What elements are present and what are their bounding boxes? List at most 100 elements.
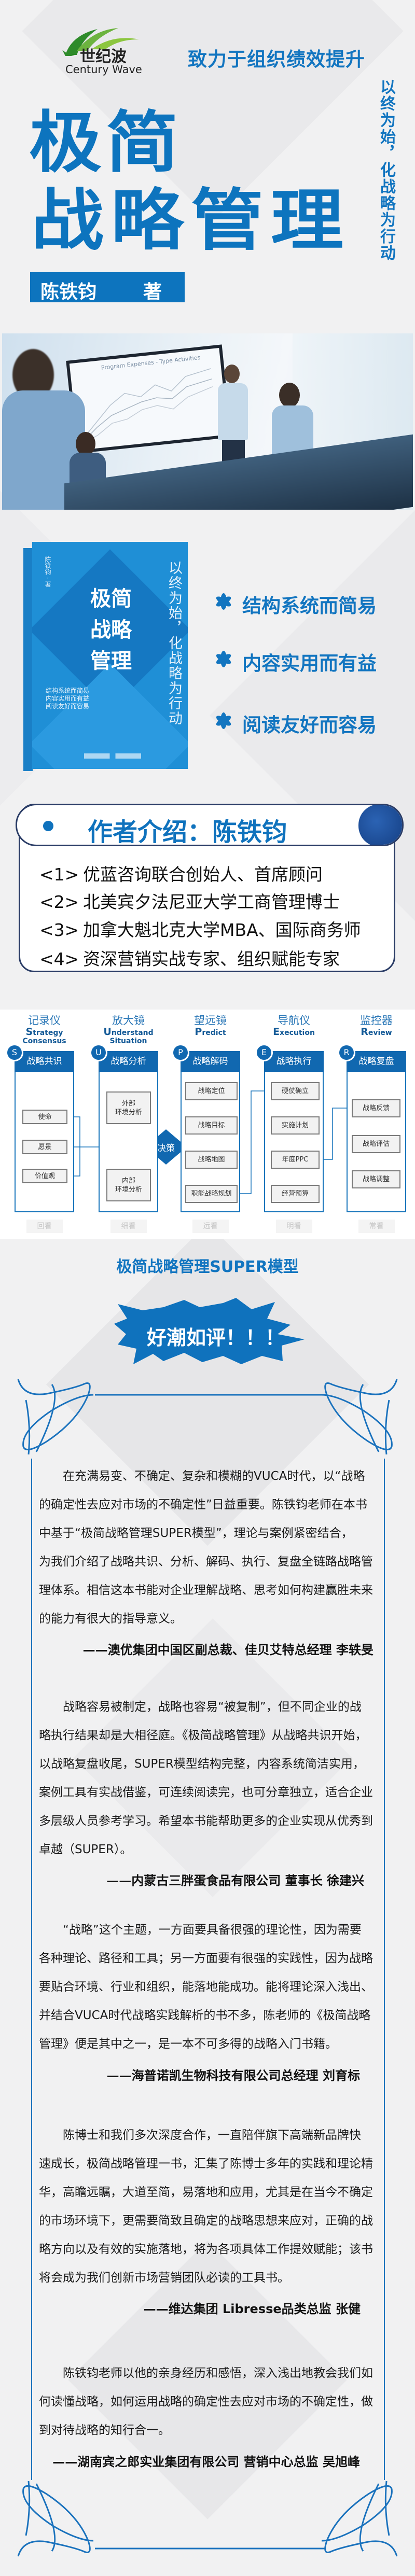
column-footer-label: 细看 (110, 1220, 147, 1233)
column-english-name: Review (335, 1027, 415, 1038)
column-footer-label: 常看 (358, 1220, 395, 1233)
book-spine (23, 548, 33, 771)
diagram-step: 价值观 (22, 1169, 67, 1183)
review-attribution: ——内蒙古三胖蛋食品有限公司 董事长 徐建兴 (106, 1873, 364, 1888)
review-line: 多层级人员参考学习。希望本书能帮助更多的企业实现从优秀到 (39, 1814, 373, 1828)
review-line: “战略”这个主题，一方面要具备很强的理论性，因为需要 (63, 1923, 362, 1937)
column-tool-name: 记录仪 (28, 1014, 61, 1027)
diagram-step: 职能战略规划 (185, 1185, 238, 1203)
author-name: 陈铁钧 (40, 282, 97, 303)
cover-title-line: 管理 (90, 649, 132, 673)
diagram-step: 年度PPC (271, 1151, 320, 1169)
diagram-step: 硬仗确立 (271, 1082, 320, 1100)
author-credential: <2>北美宾夕法尼亚大学工商管理博士 (39, 888, 340, 913)
column-header: 战略复盘 (347, 1051, 406, 1072)
review-attribution: ——澳优集团中国区副总裁、佳贝艾特总经理 李轶旻 (82, 1643, 374, 1657)
logo-english-name: Century Wave (65, 63, 142, 76)
author-credential: <4>资深营销实战专家、组织赋能专家 (39, 945, 340, 970)
author-credential: <3>加拿大魁北克大学MBA、国际商务师 (39, 916, 361, 941)
column-header: 战略执行 (264, 1051, 324, 1072)
review-line: 案例工具有实战借鉴，可连续阅读完，也可分章独立，适合企业 (39, 1786, 373, 1799)
vertical-motto: 以终为始，化战略为行动 (377, 79, 395, 261)
cover-author: 陈铁钧 · 著 (44, 556, 51, 587)
review-line: 略执行结果却是大相径庭。《极简战略管理》从战略共识开始， (39, 1729, 367, 1742)
review-line: 速成长，极简战略管理一书，汇集了陈博士多年的实践和理论精 (39, 2157, 373, 2171)
column-header: 战略解码 (181, 1051, 240, 1072)
credential-number: <1> (39, 864, 79, 885)
review-line: 在充满易变、不确定、复杂和模糊的VUCA时代，以“战略 (63, 1469, 365, 1483)
cover-tagline: 内容实用而有益 (46, 695, 90, 702)
logo-chinese-name: 世纪波 (80, 48, 127, 66)
letter-badge-p: P (172, 1044, 189, 1061)
swirl-ornament-icon (17, 1379, 94, 1455)
diagram-step: 战略目标 (185, 1116, 238, 1135)
feature-text: 内容实用而有益 (242, 652, 377, 675)
attendee-figure (2, 349, 85, 510)
review-line: 华，高瞻远瞩，大道至简，易落地和应用，尤其是在当今不确定 (39, 2186, 373, 2199)
review-line: 管理》便是其中之一，是一本不可多得的战略入门书籍。 (39, 2037, 337, 2051)
meeting-photo: Program Expenses - Type Activities (2, 333, 413, 510)
english-word: Situation (109, 1037, 147, 1045)
book-title-line-1: 极简 (29, 104, 183, 182)
credential-number: <2> (39, 892, 79, 912)
review-attribution: ——湖南宾之郎实业集团有限公司 营销中心总监 吴旭峰 (52, 2455, 360, 2469)
flower-bullet-icon (216, 712, 231, 729)
burst-banner-shape (114, 1298, 305, 1364)
column-footer-label: 远看 (192, 1220, 229, 1233)
credential-text: 资深营销实战专家、组织赋能专家 (83, 949, 340, 969)
cover-title: 极简 战略 管理 (90, 583, 132, 677)
credential-number: <3> (39, 920, 79, 940)
english-word: Consensus (22, 1037, 66, 1045)
swirl-ornament-icon (321, 2481, 398, 2557)
publisher-logos (84, 753, 141, 759)
header-cap-decoration (358, 805, 402, 845)
column-footer-label: 回看 (26, 1220, 63, 1233)
swirl-ornament-icon (321, 1379, 398, 1455)
review-line: 战略容易被制定，战略也容易“被复制”，但不同企业的战 (63, 1700, 362, 1714)
cover-tagline: 结构系统而简易 (46, 687, 90, 694)
review-line: 的确定性去应对市场的不确定性”日益重要。陈铁钧老师在本书 (39, 1498, 367, 1511)
review-line: 到对待战略的知行合一。 (39, 2424, 170, 2437)
review-text: 陈博士和我们多次深度合作，一直陪伴旗下高端新品牌快速成长，极简战略管理一书，汇集… (39, 2121, 381, 2292)
diagram-step: 内部 环境分析 (106, 1169, 151, 1201)
letter-badge-s: S (6, 1044, 23, 1061)
review-line: 将会成为我们创新市场营销团队必读的工具书。 (39, 2271, 289, 2285)
review-attribution: ——海普诺凯生物科技有限公司总经理 刘育标 (106, 2068, 360, 2083)
reviews-banner: 好潮如评！！！ (147, 1326, 285, 1349)
column-header: 战略共识 (15, 1051, 74, 1072)
author-intro-header: 作者介绍：陈铁钧 (16, 804, 404, 846)
book-front: 陈铁钧 · 著 极简 战略 管理 以终为始，化战略为行动 结构系统而简易 内容实… (32, 542, 188, 769)
letter-badge-r: R (338, 1044, 355, 1061)
flower-bullet-icon (216, 651, 231, 667)
review-line: 理体系。相信这本书能对企业理解战略、思考如何构建赢胜未来 (39, 1584, 373, 1597)
decision-label: 决策 (157, 1143, 175, 1154)
review-attribution: ——维达集团 Libresse品类总监 张健 (143, 2302, 361, 2316)
review-line: 略方向以及有效的实施落地，将为各项具体工作提效赋能；该书 (39, 2243, 373, 2256)
cover-subtitle: 以终为始，化战略为行动 (166, 561, 182, 726)
feature-text: 阅读友好而容易 (242, 714, 377, 736)
letter-badge-e: E (255, 1044, 273, 1061)
author-credential: <1>优蓝咨询联合创始人、首席顾问 (39, 861, 323, 886)
column-english-name: Predict (169, 1027, 252, 1038)
swirl-ornament-icon (17, 2481, 94, 2557)
bullet-dot-icon (43, 821, 53, 831)
ornamental-frame (17, 1379, 398, 2557)
diagram-step: 战略地图 (185, 1151, 238, 1169)
book-cover: 陈铁钧 · 著 极简 战略 管理 以终为始，化战略为行动 结构系统而简易 内容实… (23, 542, 188, 773)
review-text: 在充满易变、不确定、复杂和模糊的VUCA时代，以“战略的确定性去应对市场的不确定… (39, 1462, 381, 1633)
author-intro-heading: 作者介绍：陈铁钧 (88, 818, 287, 846)
screen-chart-icon (82, 368, 213, 444)
cover-tagline: 阅读友好而容易 (46, 703, 90, 710)
review-line: 要贴合环境、行业和组织，能落地能成功。能将理论深入浅出、 (39, 1980, 373, 1994)
credential-text: 优蓝咨询联合创始人、首席顾问 (83, 864, 323, 885)
diagram-step: 愿景 (22, 1140, 67, 1154)
review-text: 战略容易被制定，战略也容易“被复制”，但不同企业的战略执行结果却是大相径庭。《极… (39, 1693, 381, 1864)
review-line: 的能力有很大的指导意义。 (39, 1612, 182, 1626)
book-title-line-2: 战略管理 (31, 181, 351, 260)
column-tool-name: 监控器 (360, 1014, 393, 1027)
column-footer-label: 明看 (275, 1220, 312, 1233)
review-text: “战略”这个主题，一方面要具备很强的理论性，因为需要各种理论、路径和工具；另一方… (39, 1916, 381, 2059)
cover-taglines: 结构系统而简易 内容实用而有益 阅读友好而容易 (46, 687, 89, 710)
diagram-step: 战略评估 (352, 1135, 400, 1153)
